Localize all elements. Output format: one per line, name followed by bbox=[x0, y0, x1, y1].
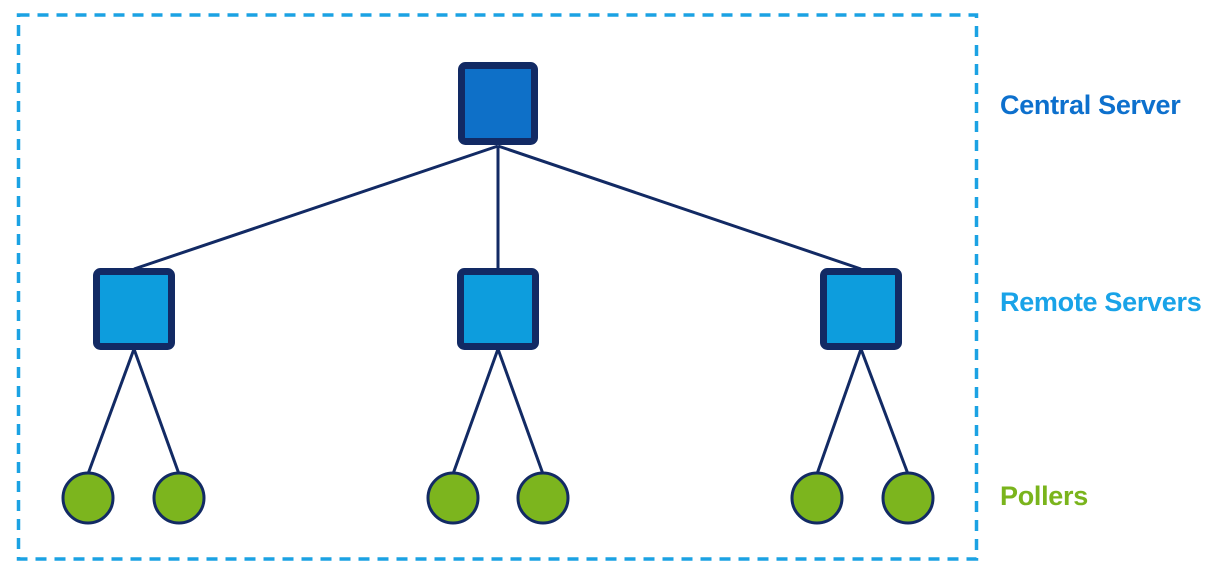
deployment-boundary-box bbox=[16, 13, 979, 561]
edge-central-to-remote-3 bbox=[497, 144, 862, 271]
edge-group bbox=[86, 144, 910, 475]
edge-central-to-remote-1 bbox=[133, 144, 499, 271]
poller-node-5 bbox=[790, 471, 844, 525]
edge-remote-2-to-poller-4 bbox=[496, 348, 545, 475]
edge-remote-1-to-poller-1 bbox=[86, 348, 136, 475]
remote-server-node-3 bbox=[820, 268, 902, 350]
pollers-tier-label: Pollers bbox=[1000, 481, 1088, 511]
poller-node-2 bbox=[152, 471, 206, 525]
edge-remote-3-to-poller-6 bbox=[859, 348, 910, 475]
edge-remote-3-to-poller-5 bbox=[815, 348, 863, 475]
remote-server-tier bbox=[93, 268, 902, 350]
central-server-tier-label: Central Server bbox=[1000, 90, 1181, 120]
remote-servers-tier-label: Remote Servers bbox=[1000, 287, 1202, 317]
central-server-node bbox=[458, 62, 538, 145]
poller-node-6 bbox=[881, 471, 935, 525]
poller-tier bbox=[61, 471, 935, 525]
poller-node-4 bbox=[516, 471, 570, 525]
central-server-tier bbox=[458, 62, 538, 145]
remote-server-node-2 bbox=[457, 268, 539, 350]
poller-node-1 bbox=[61, 471, 115, 525]
edge-remote-2-to-poller-3 bbox=[451, 348, 500, 475]
poller-node-3 bbox=[426, 471, 480, 525]
remote-server-node-1 bbox=[93, 268, 175, 350]
edge-remote-1-to-poller-2 bbox=[132, 348, 181, 475]
